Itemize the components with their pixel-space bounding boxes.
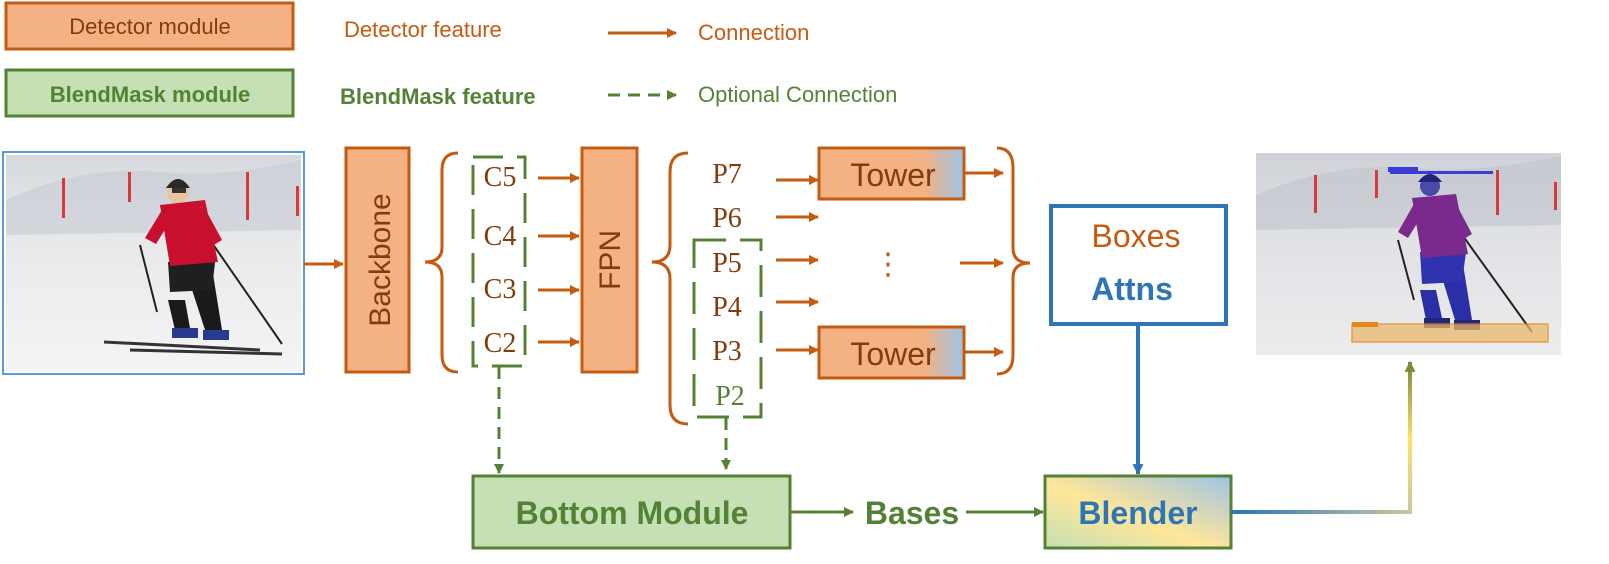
legend-detector-feature-label: Detector feature [344, 17, 502, 42]
fpn-feature-labels: P7 P6 P5 P4 P3 P2 [712, 159, 745, 412]
bottom-module-label: Bottom Module [516, 495, 749, 531]
tower-block-bottom: Tower [817, 325, 966, 380]
feature-c3: C3 [484, 274, 517, 305]
brace-head-outputs [996, 146, 1031, 376]
segmented-skier [1397, 174, 1533, 333]
arrows-c-to-fpn [538, 173, 580, 347]
backbone-label: Backbone [364, 193, 397, 326]
legend-detector-module-swatch [4, 1, 295, 51]
skier-figure [103, 179, 283, 356]
boxes-label: Boxes [1092, 218, 1181, 254]
brace-backbone-features [424, 151, 459, 374]
boxes-attns-block: Boxes Attns [1049, 204, 1228, 326]
feature-c2: C2 [484, 328, 517, 359]
feature-p6: P6 [712, 203, 742, 234]
feature-p4: P4 [712, 292, 742, 323]
skis-box-overlay [1351, 323, 1549, 343]
input-image [2, 151, 305, 375]
legend: Detector module BlendMask module Detecto… [4, 1, 897, 118]
ski-poles-markers [62, 172, 299, 220]
arrows-towers-to-brace [960, 168, 1004, 357]
backbone-block: Backbone [344, 146, 411, 374]
blender-label: Blender [1078, 495, 1197, 531]
feature-c5: C5 [484, 162, 517, 193]
tower-ellipsis: ⋮ [873, 248, 903, 281]
legend-optional-connection-label: Optional Connection [698, 82, 897, 107]
fpn-label: FPN [594, 230, 627, 290]
output-image [1256, 153, 1561, 355]
output-markers [1314, 170, 1557, 215]
legend-blendmask-module-swatch [4, 68, 295, 118]
feature-p7: P7 [712, 159, 742, 190]
legend-blendmask-feature-label: BlendMask feature [340, 84, 536, 109]
feature-c4: C4 [484, 221, 517, 252]
brace-fpn-features [651, 151, 689, 426]
blendmask-feature-box-p [692, 238, 763, 419]
fpn-block: FPN [580, 146, 639, 374]
feature-p3: P3 [712, 336, 742, 367]
feature-p2: P2 [715, 381, 745, 412]
blendmask-feature-box-c [471, 155, 527, 368]
bottom-module-block: Bottom Module [471, 474, 792, 550]
tower-label-top: Tower [850, 157, 936, 193]
backbone-feature-labels: C5 C4 C3 C2 [484, 162, 517, 359]
tower-block-top: Tower [817, 146, 966, 201]
legend-blendmask-module-label: BlendMask module [50, 82, 250, 107]
tower-label-bottom: Tower [850, 336, 936, 372]
blender-block: Blender [1043, 474, 1233, 550]
arrows-p-to-heads [776, 175, 819, 355]
attns-label: Attns [1091, 271, 1173, 307]
feature-p5: P5 [712, 248, 742, 279]
legend-connection-label: Connection [698, 20, 809, 45]
bases-label: Bases [865, 495, 959, 531]
skier-box-overlay [1390, 171, 1493, 174]
legend-detector-module-label: Detector module [69, 14, 230, 39]
